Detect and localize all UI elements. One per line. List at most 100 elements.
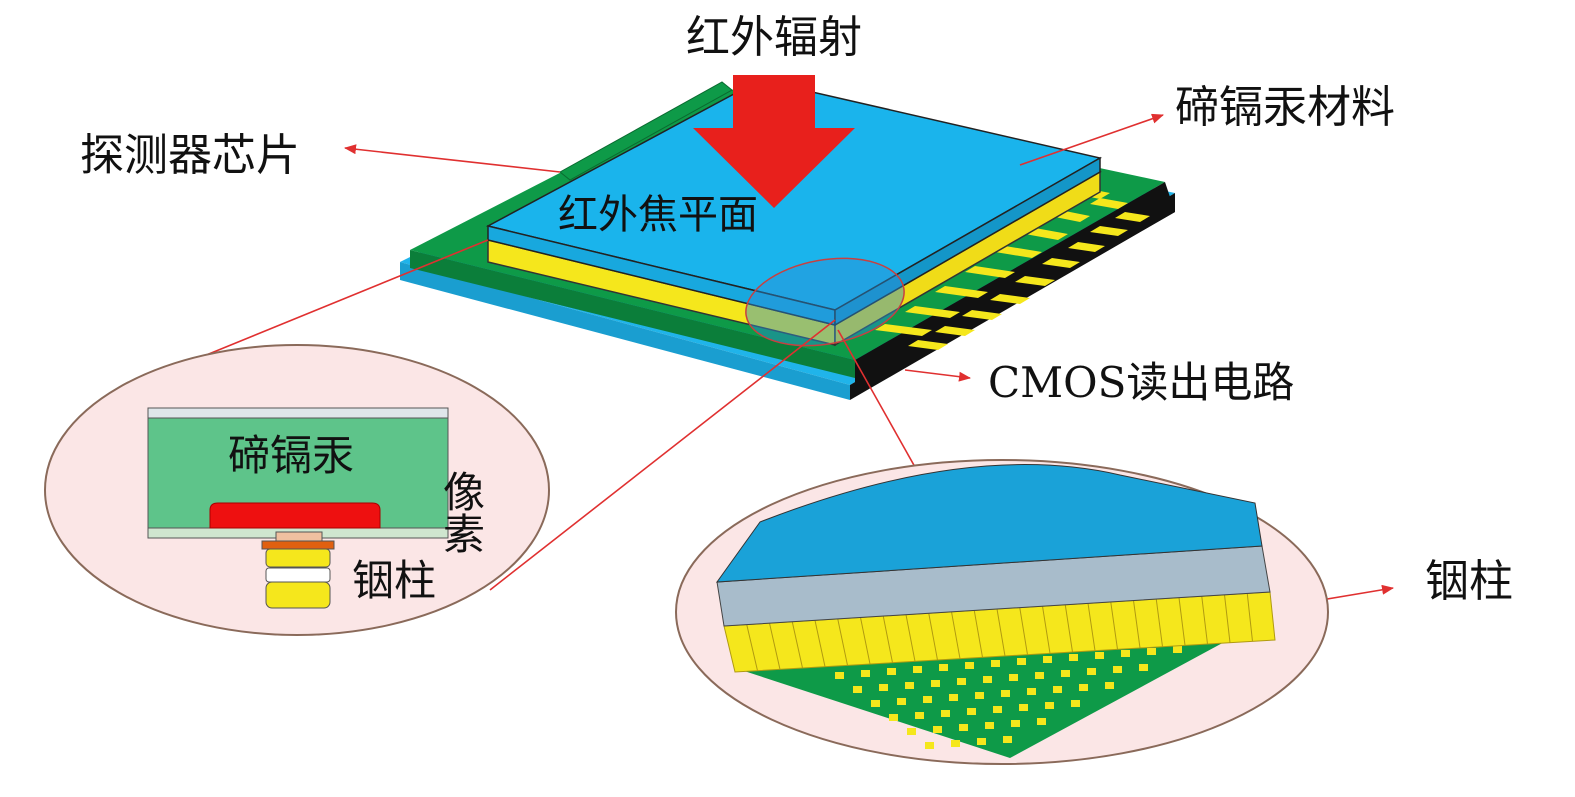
indium-column-divider [1155, 599, 1163, 647]
indium-column-divider [951, 611, 961, 659]
right-magnifier [675, 459, 1329, 765]
left-magnifier [44, 344, 550, 636]
readout-pad [1003, 736, 1012, 743]
readout-pad [871, 700, 880, 707]
readout-pad [887, 668, 896, 675]
readout-pad [907, 728, 916, 735]
leader-hgcdte-material [1019, 113, 1164, 166]
bump-middle [265, 567, 331, 583]
indium-column-divider [1201, 596, 1208, 645]
bump-top [265, 548, 331, 568]
leader-zoom-left-b [489, 319, 836, 591]
readout-board-left-face [410, 250, 855, 378]
zoom-hgcdte-dome [715, 464, 1263, 583]
readout-pad [913, 666, 922, 673]
indium-column-divider [1178, 597, 1186, 646]
readout-pad [835, 672, 844, 679]
readout-pad [1113, 666, 1122, 673]
readout-pad [993, 706, 1002, 713]
leader-cmos-readout [904, 369, 971, 382]
label-pixel: 像素 [437, 470, 486, 554]
readout-pad [889, 714, 898, 721]
indium-column-divider [837, 618, 848, 666]
readout-pad [1019, 704, 1028, 711]
readout-pad [905, 682, 914, 689]
zoom-indium-columns [746, 593, 1253, 671]
indium-column-divider [1224, 594, 1231, 643]
readout-pad [1079, 684, 1088, 691]
indium-column-divider [1019, 607, 1028, 655]
indium-column-divider [973, 610, 983, 658]
readout-pad [1017, 658, 1026, 665]
readout-pad [1139, 664, 1148, 671]
readout-pad [1053, 686, 1062, 693]
bump-cap [261, 540, 335, 550]
readout-pad [939, 664, 948, 671]
zoom-readout-pads [835, 646, 1182, 749]
readout-board-right-face [855, 182, 1175, 395]
readout-pad [933, 726, 942, 733]
readout-pad [991, 660, 1000, 667]
readout-pad [985, 722, 994, 729]
label-indium-bump-right: 铟柱 [1425, 556, 1513, 607]
readout-pad [915, 712, 924, 719]
readout-pad [861, 670, 870, 677]
readout-pad [1069, 654, 1078, 661]
readout-pad [957, 678, 966, 685]
readout-pad [1173, 646, 1182, 653]
readout-pad [1071, 700, 1080, 707]
pixel-junction [209, 502, 381, 529]
indium-column-divider [905, 614, 916, 662]
readout-pad [931, 680, 940, 687]
readout-pad [1027, 688, 1036, 695]
board-back-edge [559, 81, 733, 181]
readout-pad [983, 676, 992, 683]
substrate-left-face [400, 262, 850, 400]
readout-pad [1061, 670, 1070, 677]
indium-column-divider [860, 617, 871, 665]
readout-pad [853, 686, 862, 693]
readout-pad [1095, 652, 1104, 659]
indium-column-divider [996, 608, 1006, 657]
indium-column-divider [1064, 604, 1073, 653]
zoom-region-ellipse [745, 257, 905, 347]
readout-pad [1043, 656, 1052, 663]
readout-pad [925, 742, 934, 749]
readout-pad [879, 684, 888, 691]
chip-assembly [400, 79, 1175, 400]
indium-column-divider [791, 621, 803, 669]
indium-column-divider [882, 615, 893, 663]
indium-column-divider [746, 624, 758, 671]
readout-pad [941, 710, 950, 717]
leader-detector-chip [344, 144, 561, 173]
readout-pad [965, 662, 974, 669]
indium-column-divider [1042, 606, 1051, 654]
readout-pad [1011, 720, 1020, 727]
label-cmos-readout: CMOS读出电路 [988, 358, 1294, 407]
label-detector-chip: 探测器芯片 [80, 130, 300, 181]
readout-pad [923, 696, 932, 703]
indium-column-divider [769, 623, 781, 670]
indium-column-divider [814, 620, 826, 667]
readout-pad [1035, 672, 1044, 679]
indium-column-divider [1110, 601, 1118, 650]
readout-pad [1105, 682, 1114, 689]
readout-pad [897, 698, 906, 705]
label-infrared-radiation: 红外辐射 [686, 12, 862, 63]
readout-pad [975, 692, 984, 699]
label-hgcdte-material: 碲镉汞材料 [1175, 82, 1395, 133]
bump-bottom [265, 581, 331, 609]
indium-column-divider [1087, 603, 1096, 651]
label-hgcdte-short: 碲镉汞 [228, 431, 354, 480]
indium-column-divider [1246, 593, 1253, 642]
readout-pad [1121, 650, 1130, 657]
readout-pad [967, 708, 976, 715]
infrared-arrow-icon [693, 75, 855, 208]
indium-column-divider [1133, 600, 1141, 649]
readout-pad [949, 694, 958, 701]
readout-pad [1009, 674, 1018, 681]
readout-pad [959, 724, 968, 731]
readout-pad [1001, 690, 1010, 697]
readout-pad [1037, 718, 1046, 725]
